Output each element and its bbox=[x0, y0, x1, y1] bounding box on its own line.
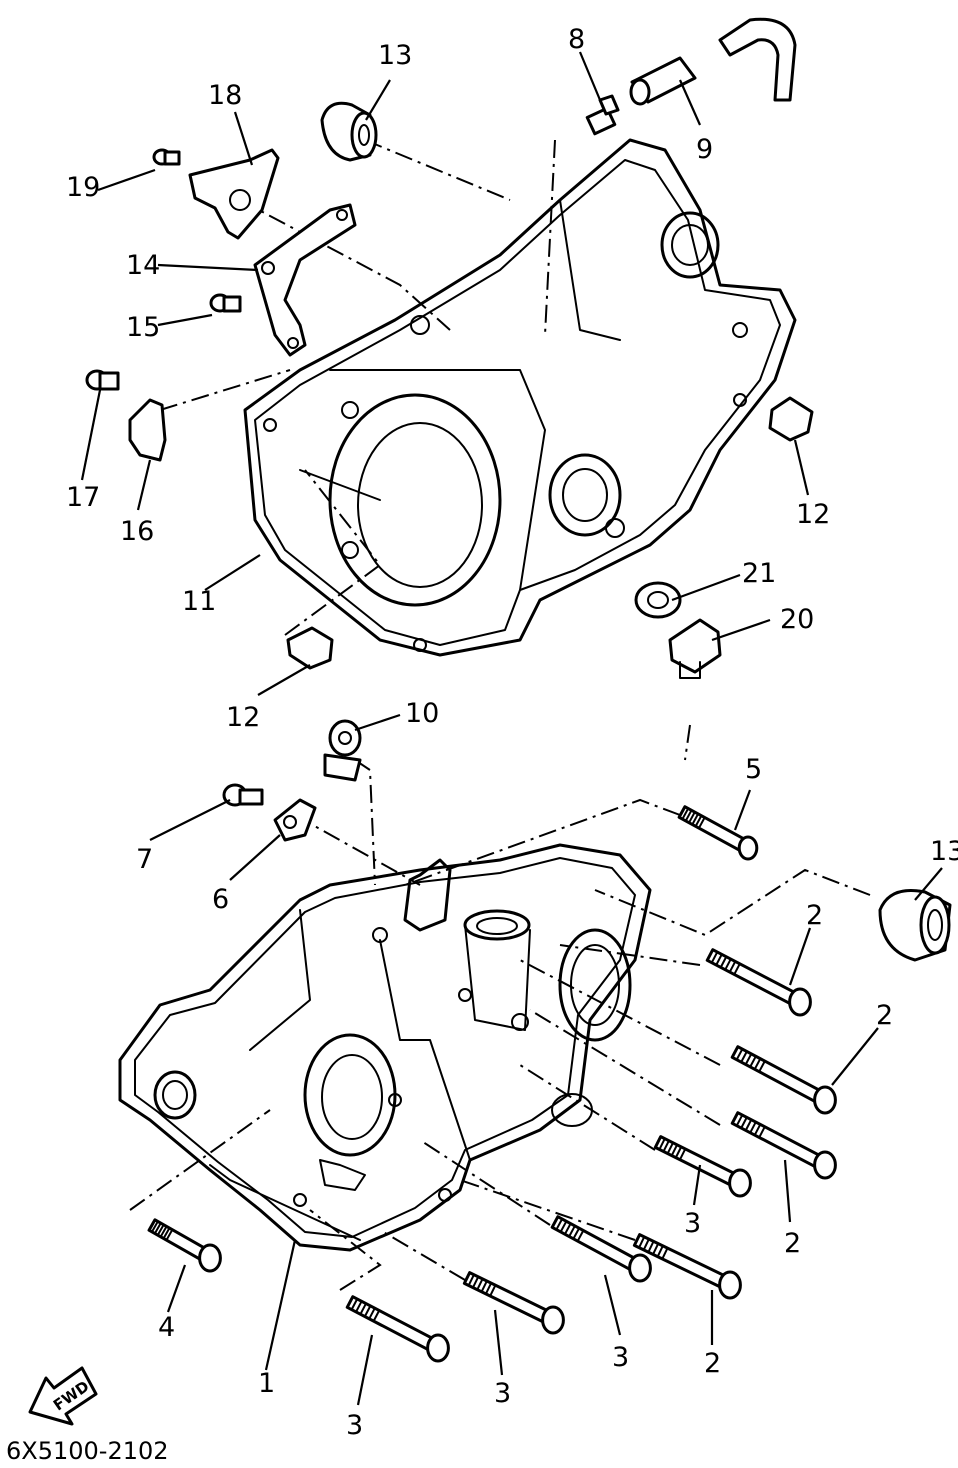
washer-21 bbox=[634, 581, 682, 619]
bolt-3-b bbox=[550, 1215, 652, 1283]
callout-20: 20 bbox=[780, 604, 814, 635]
bolt-3-d bbox=[345, 1295, 450, 1363]
bolt-3-c bbox=[462, 1271, 565, 1335]
callout-2-d: 2 bbox=[704, 1348, 721, 1379]
fwd-arrow-icon: FWD bbox=[28, 1366, 98, 1426]
callout-4: 4 bbox=[158, 1312, 175, 1343]
bolt-2-c bbox=[730, 1111, 837, 1180]
callout-3-b: 3 bbox=[612, 1342, 629, 1373]
callout-2-c: 2 bbox=[784, 1228, 801, 1259]
hose-9 bbox=[629, 17, 797, 106]
callout-3-c: 3 bbox=[494, 1378, 511, 1409]
dowel-12-bottom bbox=[286, 626, 334, 670]
clamp-16 bbox=[128, 398, 167, 462]
bolt-3-a bbox=[653, 1135, 752, 1198]
screw-17 bbox=[85, 369, 120, 391]
drawing-code: 6X5100-2102 bbox=[6, 1437, 169, 1465]
leader-lines bbox=[80, 51, 943, 1406]
callout-7: 7 bbox=[136, 844, 153, 875]
oil-seal-13-top bbox=[320, 101, 378, 162]
callout-12-right: 12 bbox=[796, 499, 830, 530]
callout-11: 11 bbox=[182, 586, 216, 617]
drain-bolt-20 bbox=[668, 618, 722, 679]
plate-14 bbox=[253, 203, 357, 357]
callout-21: 21 bbox=[742, 558, 776, 589]
callout-15: 15 bbox=[126, 312, 160, 343]
callout-6: 6 bbox=[212, 884, 229, 915]
callout-19: 19 bbox=[66, 172, 100, 203]
bolt-group bbox=[147, 805, 837, 1363]
callout-2-a: 2 bbox=[806, 900, 823, 931]
callout-labels: 13 8 9 18 19 14 15 17 16 11 12 12 21 20 … bbox=[66, 24, 958, 1441]
callout-16: 16 bbox=[120, 516, 154, 547]
screw-19 bbox=[152, 148, 181, 166]
bolt-2-d bbox=[632, 1233, 742, 1300]
callout-5: 5 bbox=[745, 754, 762, 785]
callout-9: 9 bbox=[696, 134, 713, 165]
clamp-10 bbox=[323, 719, 362, 782]
callout-13-top: 13 bbox=[378, 40, 412, 71]
stopper-6 bbox=[273, 798, 317, 842]
callout-3-a: 3 bbox=[684, 1208, 701, 1239]
callout-1: 1 bbox=[258, 1368, 275, 1399]
callout-10: 10 bbox=[405, 698, 439, 729]
dowel-12-right bbox=[768, 396, 814, 442]
bolt-2-b bbox=[730, 1045, 837, 1115]
callout-17: 17 bbox=[66, 482, 100, 513]
callout-14: 14 bbox=[126, 250, 160, 281]
crankcase-left-half bbox=[243, 138, 797, 657]
nipple-8 bbox=[585, 94, 620, 136]
callout-8: 8 bbox=[568, 24, 585, 55]
callout-18: 18 bbox=[208, 80, 242, 111]
screw-7 bbox=[222, 783, 264, 807]
callout-2-b: 2 bbox=[876, 1000, 893, 1031]
screw-15 bbox=[209, 293, 242, 313]
callout-3-d: 3 bbox=[346, 1410, 363, 1441]
crankcase-right-half bbox=[118, 843, 652, 1252]
bolt-5 bbox=[677, 805, 759, 861]
bracket-18 bbox=[188, 148, 280, 240]
bolt-2-a bbox=[705, 948, 812, 1017]
bolt-4 bbox=[147, 1218, 222, 1273]
oil-seal-13-bottom bbox=[878, 889, 952, 962]
callout-12-bottom: 12 bbox=[226, 702, 260, 733]
callout-13-bottom: 13 bbox=[930, 836, 958, 867]
